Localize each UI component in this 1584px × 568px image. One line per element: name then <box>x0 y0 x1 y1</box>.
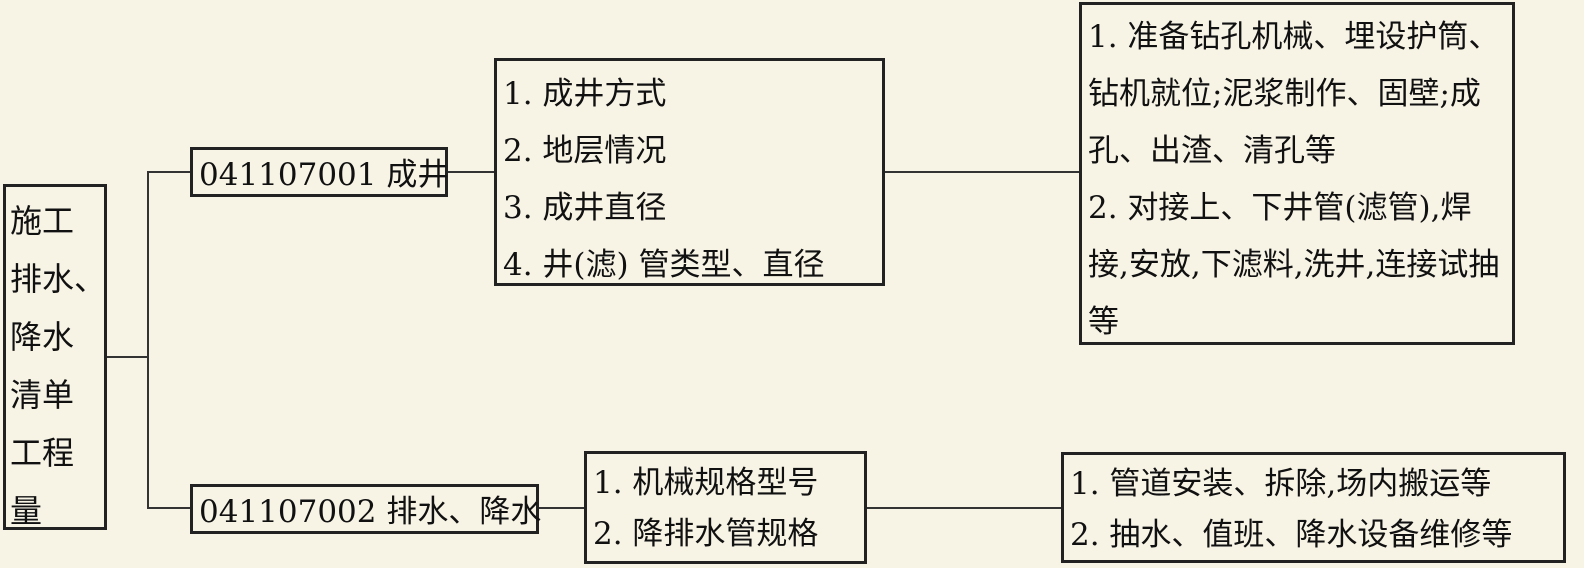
root-line: 降水 <box>10 318 75 356</box>
connector-features1-to-work1 <box>885 171 1079 173</box>
root-line: 清单 <box>10 376 75 414</box>
feature-item: 3. 成井直径 <box>503 190 667 226</box>
connector-code2-to-features2 <box>539 507 584 509</box>
feature-item: 2. 地层情况 <box>503 133 667 169</box>
work-item: 1. 管道安装、拆除,场内搬运等 <box>1070 466 1492 502</box>
root-line: 施工 <box>10 202 75 240</box>
connector-trunk <box>147 171 149 509</box>
root-line: 工程 <box>10 434 75 472</box>
work-item: 1. 准备钻孔机械、埋设护筒、钻机就位;泥浆制作、固壁;成孔、出渣、清孔等 <box>1088 19 1500 169</box>
code-label: 041107002 排水、降水 <box>199 494 542 530</box>
connector-trunk-to-code2 <box>147 507 190 509</box>
connector-code1-to-features1 <box>448 171 494 173</box>
root-line: 排水、 <box>10 260 107 298</box>
feature-item: 1. 成井方式 <box>503 76 667 112</box>
connector-trunk-to-code1 <box>147 171 190 173</box>
feature-item: 2. 降排水管规格 <box>593 516 819 552</box>
work-node-well: 1. 准备钻孔机械、埋设护筒、钻机就位;泥浆制作、固壁;成孔、出渣、清孔等 2.… <box>1079 2 1515 345</box>
features-node-well: 1. 成井方式 2. 地层情况 3. 成井直径 4. 井(滤) 管类型、直径 <box>494 58 885 286</box>
code-node-well: 041107001 成井 <box>190 147 448 197</box>
feature-item: 1. 机械规格型号 <box>593 465 819 501</box>
features-node-dewatering: 1. 机械规格型号 2. 降排水管规格 <box>584 451 867 564</box>
feature-item: 4. 井(滤) 管类型、直径 <box>503 247 825 283</box>
root-node: 施工 排水、 降水 清单 工程 量 <box>3 184 107 530</box>
code-label: 041107001 成井 <box>199 157 449 193</box>
connector-root-to-trunk <box>107 356 149 358</box>
work-item: 2. 抽水、值班、降水设备维修等 <box>1070 517 1513 553</box>
root-line: 量 <box>10 492 43 530</box>
work-node-dewatering: 1. 管道安装、拆除,场内搬运等 2. 抽水、值班、降水设备维修等 <box>1061 452 1566 563</box>
work-item: 2. 对接上、下井管(滤管),焊接,安放,下滤料,洗井,连接试抽等 <box>1088 190 1500 340</box>
connector-features2-to-work2 <box>867 507 1061 509</box>
code-node-dewatering: 041107002 排水、降水 <box>190 484 542 534</box>
